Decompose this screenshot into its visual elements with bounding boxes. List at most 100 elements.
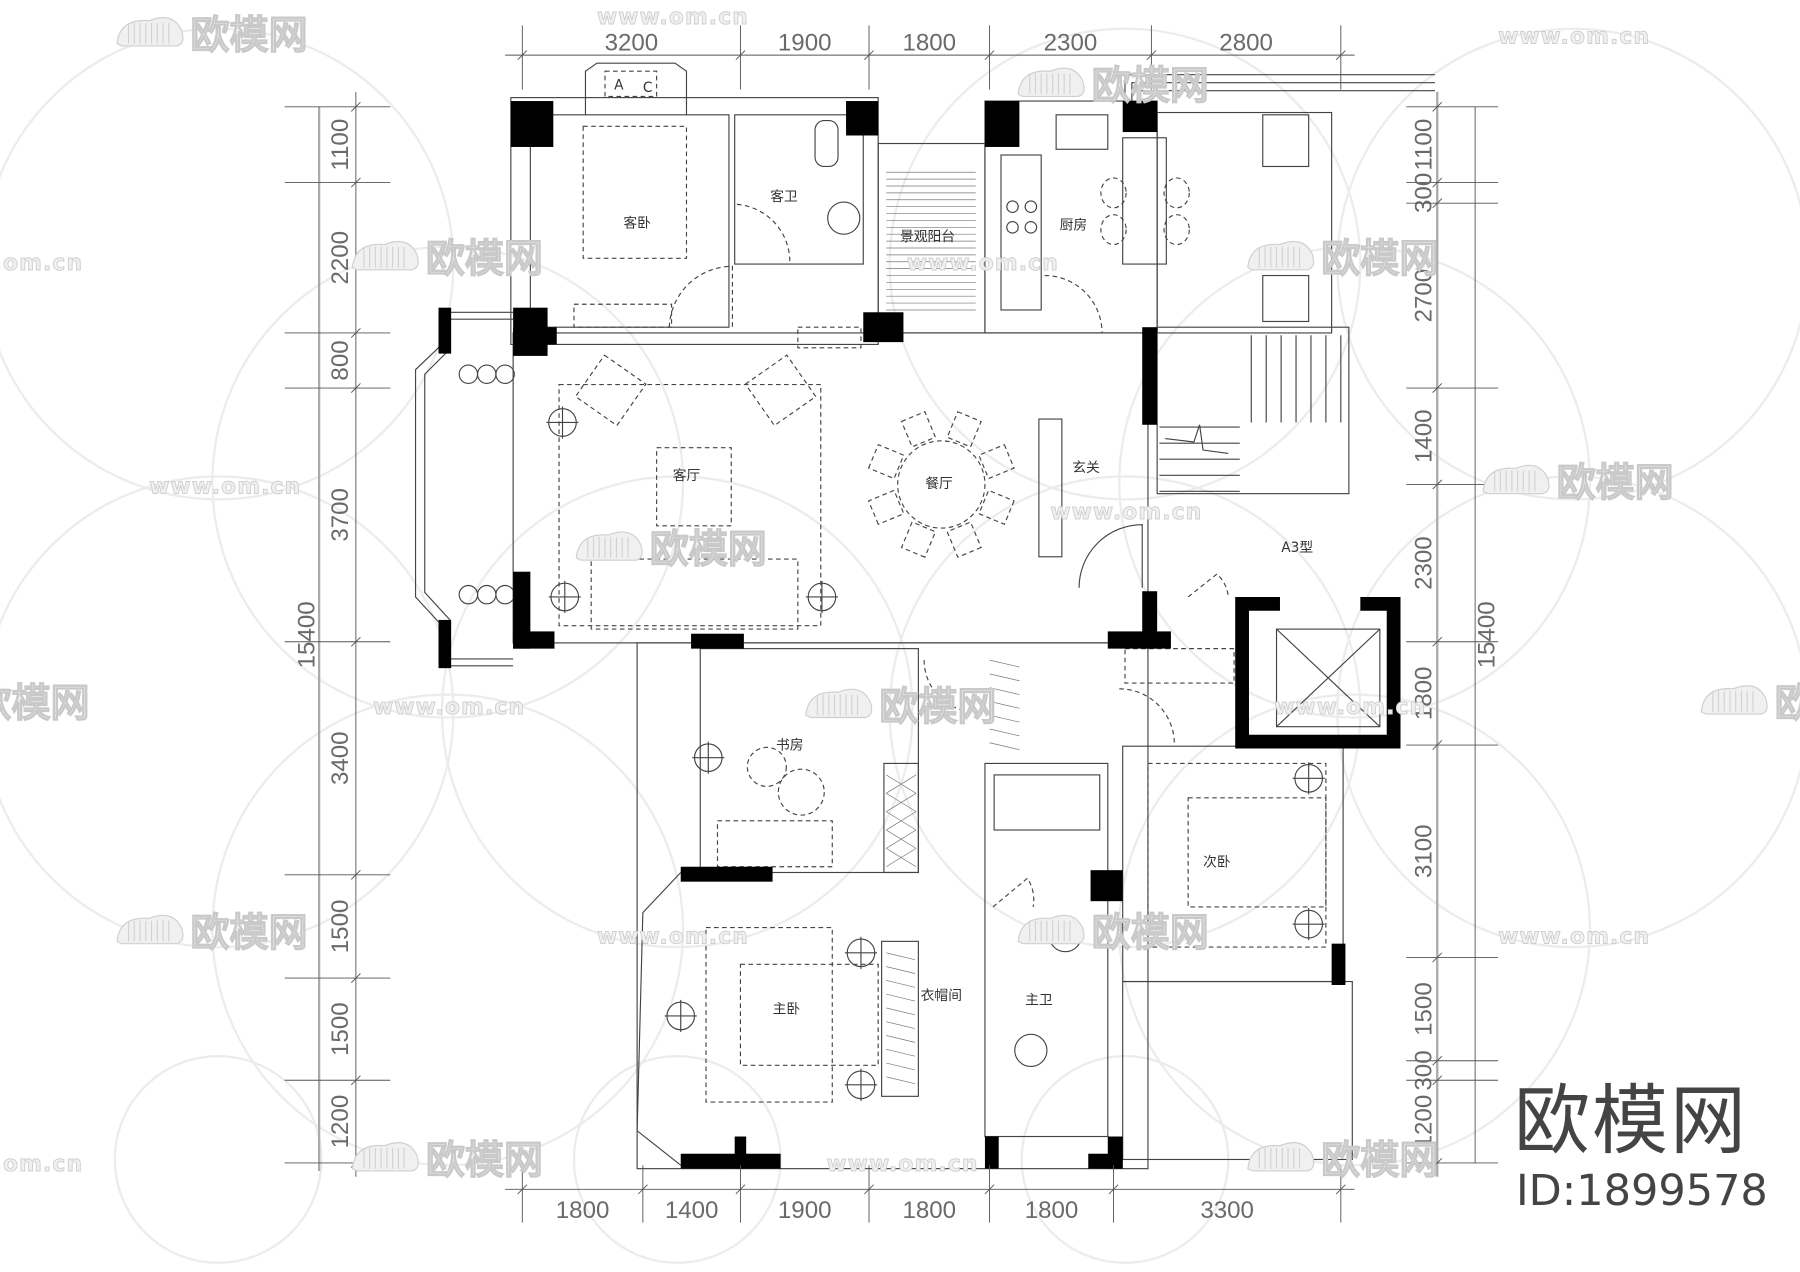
brand-logo-text: 欧模网 bbox=[1514, 1076, 1748, 1165]
guest-bed bbox=[582, 125, 688, 259]
guest-tv-cabinet bbox=[573, 303, 673, 328]
structural-column bbox=[513, 327, 557, 345]
washer bbox=[1262, 274, 1310, 323]
dimension-tick bbox=[864, 1184, 874, 1195]
living-bay-window-inner bbox=[424, 318, 514, 660]
dining-chair bbox=[900, 521, 937, 558]
watermark-logo: 欧模网 bbox=[575, 527, 767, 573]
left-dimension-label: 1500 bbox=[327, 1002, 354, 1056]
watermark-url-text: www.om.cn bbox=[373, 695, 525, 720]
left-total-label: 15400 bbox=[294, 601, 321, 668]
structural-column bbox=[1122, 101, 1158, 133]
armchair bbox=[744, 354, 817, 427]
room-label-master-bath: 主卫 bbox=[1025, 992, 1053, 1008]
structural-column bbox=[1142, 327, 1158, 425]
bottom-dimension-label: 1800 bbox=[1025, 1197, 1079, 1224]
room-labels: 客卧客卫景观阳台厨房客厅餐厅玄关书房次卧主卧衣帽间主卫A3型 bbox=[623, 188, 1313, 1018]
ac-ledge bbox=[584, 62, 688, 115]
bookcase-cross bbox=[886, 811, 917, 831]
structural-column bbox=[438, 307, 452, 354]
wardrobe bbox=[881, 940, 919, 1097]
dimension-tick bbox=[1335, 50, 1346, 61]
model-id: ID:1899578 bbox=[1516, 1166, 1768, 1216]
left-dimension-label: 2200 bbox=[327, 231, 354, 285]
watermark-url-text: www.om.cn bbox=[827, 1152, 979, 1177]
master-bed bbox=[739, 963, 879, 1066]
closet-hanger bbox=[989, 659, 1020, 668]
dining-chair bbox=[978, 489, 1015, 526]
sofa-logo-icon bbox=[1017, 914, 1085, 945]
watermark-arc bbox=[1336, 475, 1800, 949]
closet-hanger bbox=[989, 687, 1020, 695]
planter bbox=[495, 584, 515, 605]
kitchen-door bbox=[1044, 274, 1103, 333]
wardrobe-hanger bbox=[886, 1062, 916, 1071]
guest-bath-door bbox=[736, 203, 791, 262]
watermark-logo: 欧模网 bbox=[351, 237, 544, 283]
room-label-kitchen: 厨房 bbox=[1060, 218, 1088, 234]
dimension-tick bbox=[350, 869, 361, 880]
structural-column bbox=[984, 1136, 999, 1169]
wardrobe-hanger bbox=[886, 1035, 916, 1043]
watermark-brand-text: 欧模网 bbox=[426, 237, 543, 282]
structural-column bbox=[680, 866, 773, 882]
room-label-living-room: 客厅 bbox=[673, 467, 701, 484]
elevator-car bbox=[1275, 628, 1381, 728]
watermark-logo: 欧模网 bbox=[1247, 237, 1439, 283]
watermark-arc bbox=[440, 475, 914, 949]
guest-bath-outline bbox=[734, 114, 864, 265]
structural-column bbox=[1107, 1136, 1123, 1169]
watermark-brand-text: 欧模网 bbox=[1557, 461, 1674, 506]
armchair bbox=[574, 354, 647, 427]
bottom-dimension-label: 3300 bbox=[1200, 1197, 1254, 1224]
coffee-table bbox=[656, 447, 732, 527]
watermark-url-text: www.om.cn bbox=[597, 5, 749, 30]
watermark-brand-text: 欧模网 bbox=[426, 1138, 543, 1183]
watermark-arc bbox=[888, 475, 1362, 949]
left-dimension-label: 800 bbox=[327, 340, 354, 380]
watermark-logo: 欧模网 bbox=[351, 1138, 544, 1184]
room-label-guest-bedroom: 客卧 bbox=[623, 214, 651, 231]
watermark-url-text: www.om.cn bbox=[907, 251, 1059, 276]
watermark-arc bbox=[1118, 245, 1592, 719]
dining-chair bbox=[867, 443, 905, 480]
dining-table bbox=[897, 440, 986, 529]
watermark-overlay: 欧模网欧模网欧模网欧模网欧模网欧模网欧模网欧模网欧模网欧模网欧模网欧模网欧模网w… bbox=[0, 5, 1800, 1184]
right-dimension-label: 1400 bbox=[1411, 409, 1438, 463]
watermark-url-text: www.om.cn bbox=[1050, 500, 1202, 525]
closet-hanger bbox=[989, 728, 1020, 737]
planter bbox=[458, 364, 479, 385]
second-bedroom-rug bbox=[1147, 762, 1327, 948]
room-label-second-bedroom: 次卧 bbox=[1203, 855, 1231, 871]
room-label-dining-room: 餐厅 bbox=[925, 476, 953, 492]
bar-stool bbox=[1100, 214, 1127, 246]
watermark-brand-text: 欧模网 bbox=[1321, 1138, 1438, 1183]
watermark-arc bbox=[888, 27, 1362, 501]
second-bedroom-door bbox=[1119, 688, 1175, 744]
structural-column bbox=[863, 312, 904, 343]
utility-outline bbox=[1156, 111, 1333, 334]
sofa-logo-icon bbox=[1247, 1142, 1315, 1172]
watermark-arc bbox=[0, 27, 455, 501]
wardrobe-hanger bbox=[886, 1007, 916, 1016]
right-dimension-label: 300 bbox=[1411, 173, 1438, 213]
ac-letter: C bbox=[643, 80, 653, 96]
room-label-guest-bath: 客卫 bbox=[770, 188, 798, 205]
left-dimension-label: 1500 bbox=[327, 900, 354, 954]
watermark-logo: 欧模网 bbox=[0, 681, 90, 727]
watermark-logo: 欧模网 bbox=[805, 684, 997, 730]
dimension-tick bbox=[1432, 952, 1443, 963]
structural-walls bbox=[438, 101, 1401, 1169]
stove-burner bbox=[1024, 221, 1038, 234]
study-chair bbox=[746, 746, 787, 787]
watermark-arc bbox=[0, 475, 455, 949]
top-dimension-label: 2800 bbox=[1219, 30, 1273, 57]
wardrobe-hanger bbox=[886, 993, 916, 1002]
dining-chair bbox=[946, 521, 982, 558]
bar-stool bbox=[1163, 214, 1190, 246]
structural-column bbox=[510, 101, 554, 147]
bookcase-cross bbox=[886, 848, 917, 868]
